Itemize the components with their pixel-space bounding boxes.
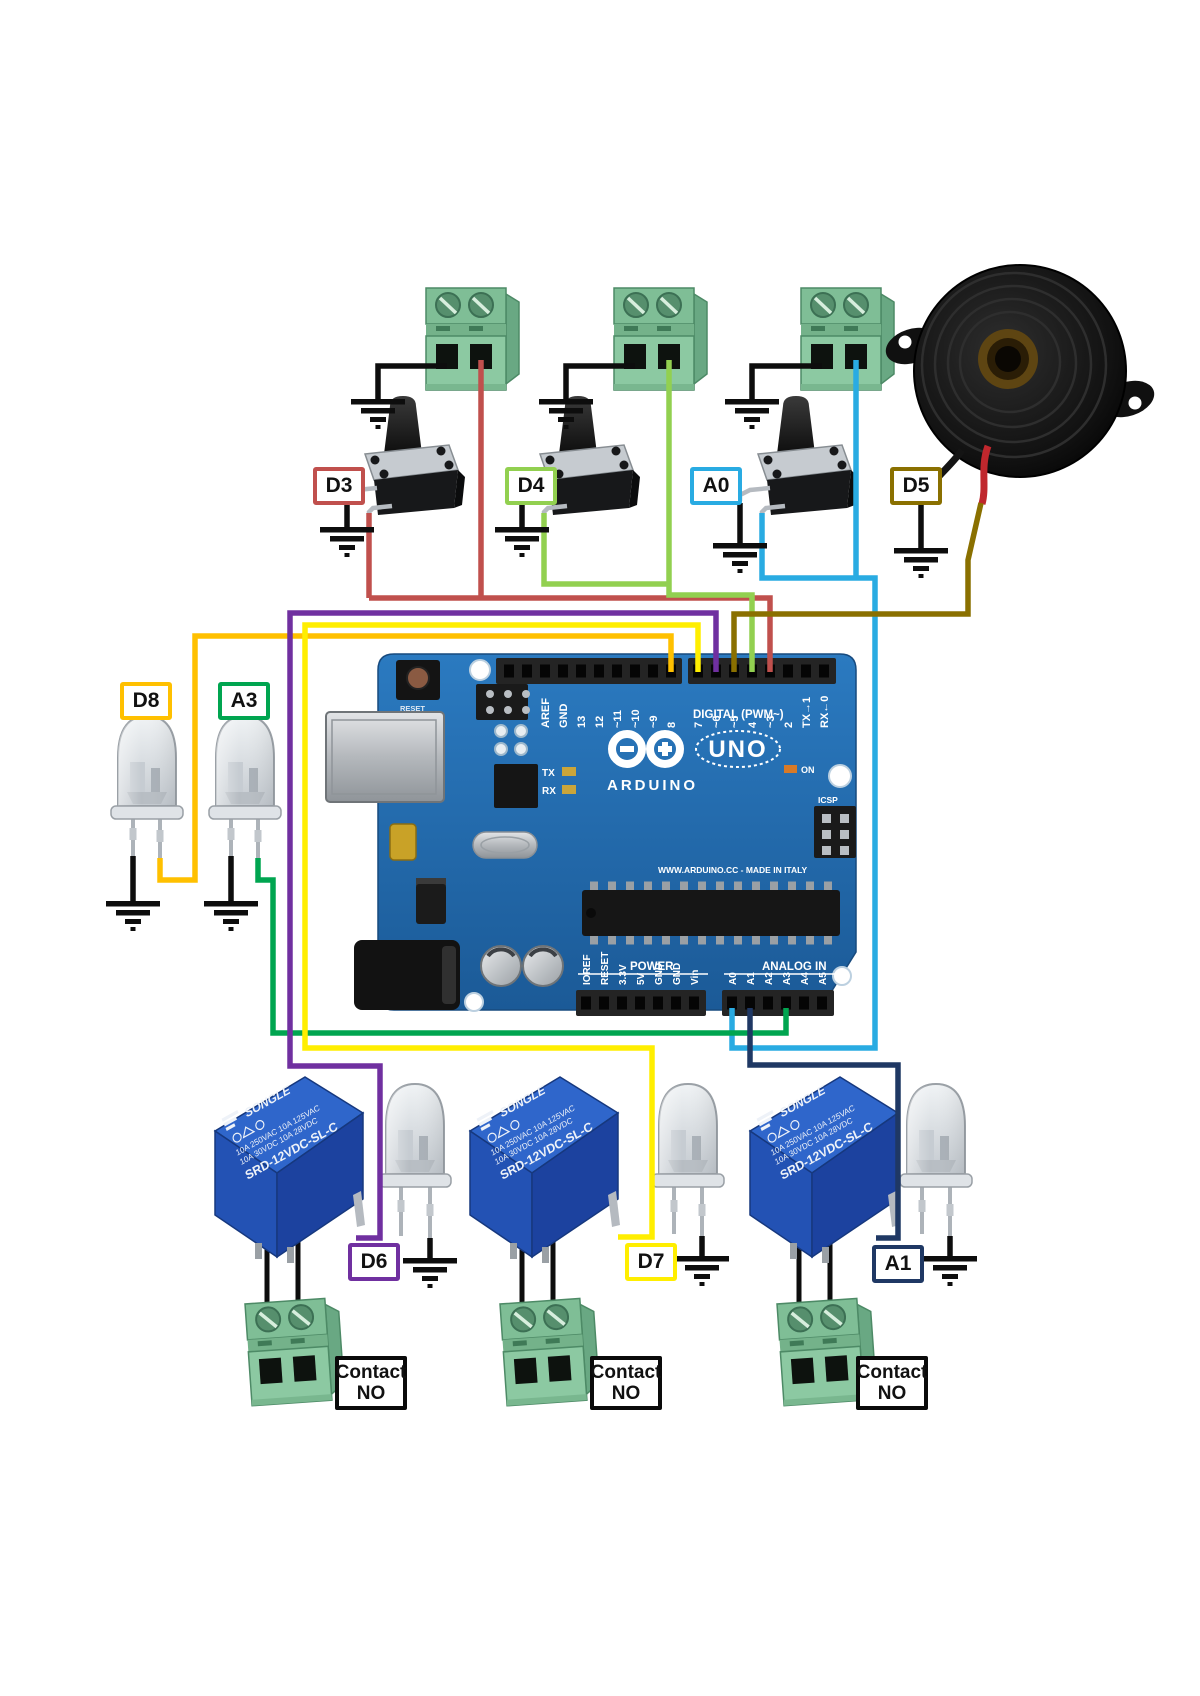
- contact-no-label-2: Contact NO: [590, 1356, 662, 1410]
- on-led-label: ON: [801, 765, 815, 775]
- pin-label-a0: A0: [728, 972, 739, 985]
- pin-label-3v3: 3.3V: [618, 964, 629, 985]
- pin-label-tx1: TX→1: [801, 697, 813, 728]
- power-section-label: POWER: [630, 961, 674, 973]
- wires: [130, 360, 984, 1259]
- pin-label-aref: AREF: [540, 698, 552, 728]
- port-label-d4: D4: [505, 467, 557, 505]
- pin-label-gnd-top: GND: [558, 704, 570, 729]
- relay-d7: [469, 1067, 621, 1264]
- pin-label-a2: A2: [764, 972, 775, 985]
- relay-led-d7: [651, 1083, 725, 1188]
- pin-label-6: ~6: [711, 715, 723, 728]
- arduino-logo-icon: [608, 730, 684, 768]
- pin-label-ioref: IOREF: [582, 954, 593, 985]
- pin-label-vin: Vin: [690, 970, 701, 985]
- wire-d6: [287, 610, 719, 1241]
- pin-label-8: 8: [666, 722, 678, 728]
- port-label-d7: D7: [625, 1243, 677, 1281]
- relay-d6: [214, 1067, 366, 1264]
- terminal-block-a0: [799, 286, 896, 392]
- buzzer-d5: [885, 264, 1155, 506]
- wire-a3: [255, 858, 789, 1036]
- relay-led-d6: [378, 1083, 452, 1188]
- rx-label: RX: [542, 786, 556, 797]
- wire-d8: [157, 633, 674, 883]
- port-label-d3: D3: [313, 467, 365, 505]
- contact-line1: Contact: [590, 1361, 662, 1383]
- pin-label-rx0: RX←0: [819, 696, 831, 728]
- push-button-a0: [740, 396, 858, 516]
- contact-line2: NO: [877, 1383, 907, 1404]
- wire-a1: [747, 1008, 901, 1241]
- pin-label-gnd2: GND: [672, 963, 683, 985]
- pin-label-13: 13: [576, 716, 588, 728]
- contact-line2: NO: [356, 1383, 386, 1404]
- wire-d4: [541, 360, 755, 672]
- board-model: UNO: [708, 736, 767, 763]
- pin-label-3: ~3: [765, 715, 777, 728]
- relay-led-a1: [899, 1083, 973, 1188]
- contact-no-label-3: Contact NO: [856, 1356, 928, 1410]
- pin-label-gnd1: GND: [654, 963, 665, 985]
- pin-label-a5: A5: [818, 972, 829, 985]
- analog-section-label: ANALOG IN: [762, 961, 827, 973]
- pin-label-5v: 5V: [636, 972, 647, 985]
- icsp-label: ICSP: [818, 795, 838, 805]
- pin-label-a1: A1: [746, 972, 757, 985]
- wire-d7: [302, 622, 701, 1240]
- port-label-a1: A1: [872, 1245, 924, 1283]
- contact-line1: Contact: [335, 1361, 407, 1383]
- wire-d5: [731, 502, 984, 672]
- port-label-d6: D6: [348, 1243, 400, 1281]
- pin-label-2: 2: [783, 722, 795, 728]
- arduino-uno-board: AREF GND 13 12 ~11 ~10 ~9 8 7 ~6 ~5 4 ~3…: [325, 653, 857, 1016]
- pin-label-a3: A3: [782, 972, 793, 985]
- pin-label-4: 4: [747, 721, 759, 728]
- relay-a1: [749, 1067, 901, 1264]
- pin-label-9: ~9: [648, 715, 660, 728]
- port-label-a3: A3: [218, 682, 270, 720]
- pin-label-10: ~10: [630, 709, 642, 728]
- pin-label-12: 12: [594, 716, 606, 728]
- contact-line1: Contact: [856, 1361, 928, 1383]
- contact-no-label-1: Contact NO: [335, 1356, 407, 1410]
- wire-a0: [729, 360, 878, 1051]
- board-brand: ARDUINO: [607, 777, 698, 794]
- contact-block-d7: [498, 1295, 602, 1408]
- made-in-label: WWW.ARDUINO.CC - MADE IN ITALY: [658, 865, 808, 875]
- pin-label-7: 7: [693, 722, 705, 728]
- led-a3: [208, 715, 282, 820]
- tx-label: TX: [542, 768, 555, 779]
- port-label-a0: A0: [690, 467, 742, 505]
- port-label-d8: D8: [120, 682, 172, 720]
- terminal-block-d4: [612, 286, 709, 392]
- usb-connector: [325, 711, 445, 803]
- buzzer-red-lead: [978, 444, 992, 505]
- power-jack: [354, 940, 460, 1010]
- led-d8: [110, 715, 184, 820]
- port-label-d5: D5: [890, 467, 942, 505]
- contact-block-d6: [243, 1295, 347, 1408]
- pin-label-reset: RESET: [600, 952, 611, 985]
- pin-label-a4: A4: [800, 972, 811, 985]
- contact-line2: NO: [611, 1383, 641, 1404]
- pin-label-11: ~11: [612, 710, 624, 728]
- terminal-block-d3: [424, 286, 521, 392]
- reset-label: RESET: [400, 704, 425, 713]
- digital-section-label: DIGITAL (PWM~): [693, 709, 784, 721]
- pin-label-5: ~5: [729, 715, 741, 728]
